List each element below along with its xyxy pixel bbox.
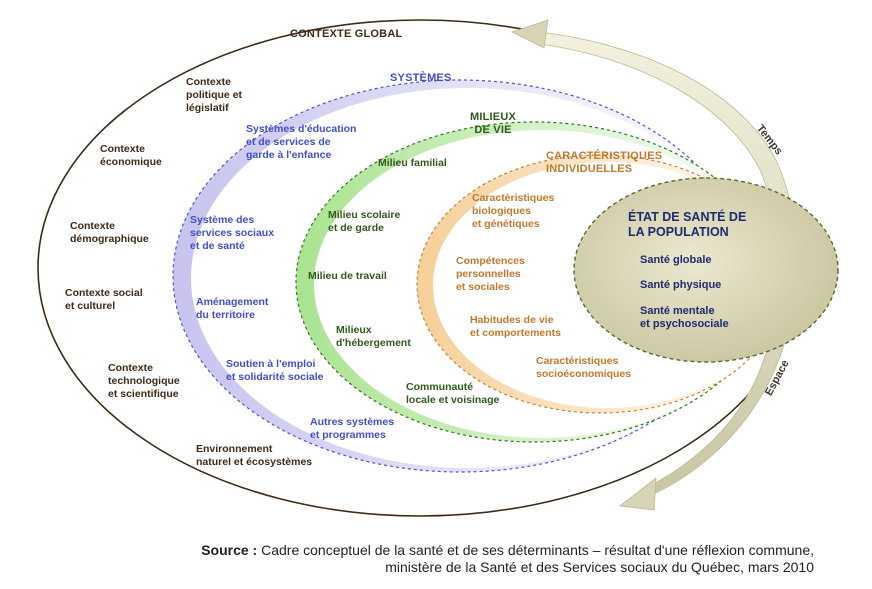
global-item-technologique: Contexte technologique et scientifique	[108, 362, 180, 400]
population-health-item-globale: Santé globale	[640, 254, 712, 266]
living-env-item-familial: Milieu familial	[378, 157, 447, 169]
systems-item-emploi: Soutien à l'emploi et solidarité sociale	[226, 358, 324, 383]
global-context-title: CONTEXTE GLOBAL	[290, 28, 403, 40]
population-health-title: ÉTAT DE SANTÉ DE LA POPULATION	[628, 210, 747, 239]
global-item-environnement: Environnement naturel et écosystèmes	[196, 443, 313, 468]
source-caption: Source : Cadre conceptuel de la santé et…	[14, 542, 814, 576]
living-env-item-travail: Milieu de travail	[308, 270, 387, 282]
individual-item-habitudes: Habitudes de vie et comportements	[470, 314, 562, 339]
time-arrow-head	[510, 19, 549, 49]
source-label: Source :	[201, 542, 258, 558]
living-env-item-hebergement: Milieux d'hébergement	[336, 324, 411, 349]
global-item-politique: Contexte politique et législatif	[186, 76, 242, 114]
systems-title: SYSTÈMES	[390, 72, 452, 84]
health-determinants-diagram	[37, 19, 839, 517]
living-env-title: MILIEUX DE VIE	[470, 111, 517, 136]
space-arrow-head	[618, 477, 657, 511]
living-env-item-communaute: Communauté locale et voisinage	[406, 381, 500, 406]
systems-item-sante: Système des services sociaux et de santé	[190, 214, 275, 252]
individual-item-competences: Compétences personnelles et sociales	[456, 255, 525, 293]
source-line-1: Source : Cadre conceptuel de la santé et…	[14, 542, 814, 559]
individual-title: CARACTÉRISTIQUES INDIVIDUELLES	[546, 150, 663, 175]
global-item-economique: Contexte économique	[100, 143, 162, 168]
source-line-2: ministère de la Santé et des Services so…	[385, 559, 814, 575]
living-env-item-scolaire: Milieu scolaire et de garde	[328, 209, 401, 234]
population-health-item-mentale: Santé mentale et psychosociale	[640, 305, 729, 330]
systems-item-education: Systèmes d'éducation et de services de g…	[246, 123, 357, 161]
systems-item-autres: Autres systèmes et programmes	[310, 416, 395, 441]
systems-item-amenagement: Aménagement du territoire	[196, 296, 269, 321]
global-item-social: Contexte social et culturel	[65, 287, 143, 312]
population-health-circle	[573, 177, 839, 363]
individual-item-socioeconomiques: Caractéristiques socioéconomiques	[536, 355, 632, 380]
individual-item-biologiques: Caractéristiques biologiques et génétiqu…	[472, 192, 555, 230]
population-health-item-physique: Santé physique	[640, 279, 722, 291]
global-item-demographique: Contexte démographique	[70, 220, 149, 245]
source-text-1: Cadre conceptuel de la santé et de ses d…	[261, 542, 814, 558]
